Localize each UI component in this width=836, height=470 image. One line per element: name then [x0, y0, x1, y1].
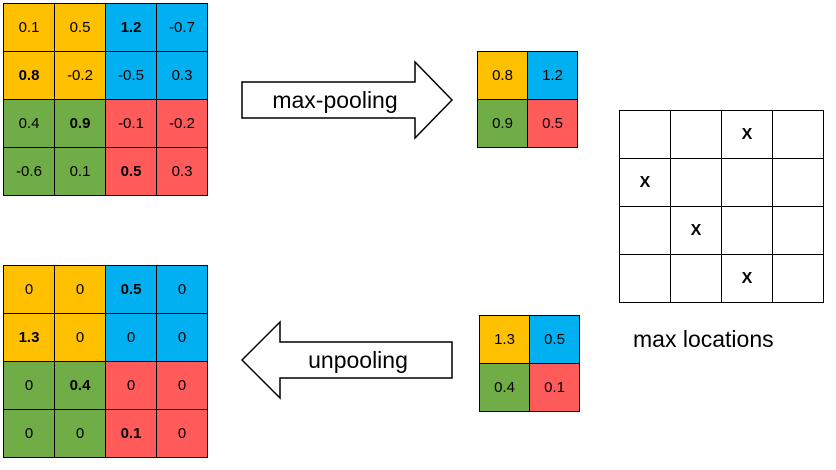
- matrix-cell: [773, 207, 824, 255]
- max-locations-caption: max locations: [633, 326, 774, 352]
- matrix-cell: -0.6: [4, 148, 55, 196]
- matrix-cell: 0: [106, 362, 157, 410]
- matrix-cell: 0.4: [4, 100, 55, 148]
- matrix-cell: [773, 111, 824, 159]
- matrix-cell: 0: [157, 266, 208, 314]
- matrix-cell: -0.1: [106, 100, 157, 148]
- matrix-cell: 0: [4, 410, 55, 458]
- matrix-cell: 0.9: [478, 100, 528, 148]
- matrix-cell: 0.8: [4, 52, 55, 100]
- matrix-cell: 0: [106, 314, 157, 362]
- matrix-cell: -0.5: [106, 52, 157, 100]
- matrix-cell: 0.8: [478, 52, 528, 100]
- matrix-cell: 0: [4, 266, 55, 314]
- matrix-cell: 0.1: [4, 4, 55, 52]
- matrix-cell: 1.3: [4, 314, 55, 362]
- matrix-cell: 0.4: [55, 362, 106, 410]
- matrix-cell: 1.2: [528, 52, 578, 100]
- matrix-cell: 0.3: [157, 148, 208, 196]
- matrix-cell: 0: [55, 266, 106, 314]
- matrix-cell: 0.1: [106, 410, 157, 458]
- matrix-cell: 0: [55, 314, 106, 362]
- max-pooling-arrow: max-pooling: [241, 60, 454, 140]
- matrix-cell: [671, 111, 722, 159]
- matrix-cell: [773, 255, 824, 303]
- matrix-cell: [671, 159, 722, 207]
- matrix-cell: [620, 111, 671, 159]
- matrix-cell: 0: [4, 362, 55, 410]
- matrix-cell: 0.3: [157, 52, 208, 100]
- matrix-cell: 0: [157, 362, 208, 410]
- matrix-cell: 1.2: [106, 4, 157, 52]
- unpooling-arrow: unpooling: [240, 320, 453, 400]
- matrix-cell: 1.3: [480, 316, 530, 364]
- matrix-cell: 0.5: [106, 148, 157, 196]
- matrix-cell: -0.2: [157, 100, 208, 148]
- matrix-cell: 0.5: [528, 100, 578, 148]
- matrix-cell: 0.1: [530, 364, 580, 412]
- matrix-cell: 0.1: [55, 148, 106, 196]
- matrix-cell: [773, 159, 824, 207]
- matrix-cell: [722, 207, 773, 255]
- matrix-cell: [671, 255, 722, 303]
- matrix-cell: [722, 159, 773, 207]
- matrix-cell: [620, 255, 671, 303]
- matrix-cell: 0: [157, 410, 208, 458]
- matrix-cell: X: [722, 255, 773, 303]
- matrix-cell: [620, 207, 671, 255]
- matrix-cell: -0.2: [55, 52, 106, 100]
- matrix-cell: 0.9: [55, 100, 106, 148]
- matrix-cell: X: [671, 207, 722, 255]
- matrix-cell: 0.5: [530, 316, 580, 364]
- unpooling-label: unpooling: [308, 347, 408, 373]
- matrix-cell: 0: [55, 410, 106, 458]
- max-pooling-label: max-pooling: [272, 87, 397, 113]
- matrix-cell: 0.5: [106, 266, 157, 314]
- matrix-cell: 0.4: [480, 364, 530, 412]
- matrix-cell: X: [620, 159, 671, 207]
- matrix-cell: 0.5: [55, 4, 106, 52]
- matrix-cell: X: [722, 111, 773, 159]
- matrix-cell: -0.7: [157, 4, 208, 52]
- matrix-cell: 0: [157, 314, 208, 362]
